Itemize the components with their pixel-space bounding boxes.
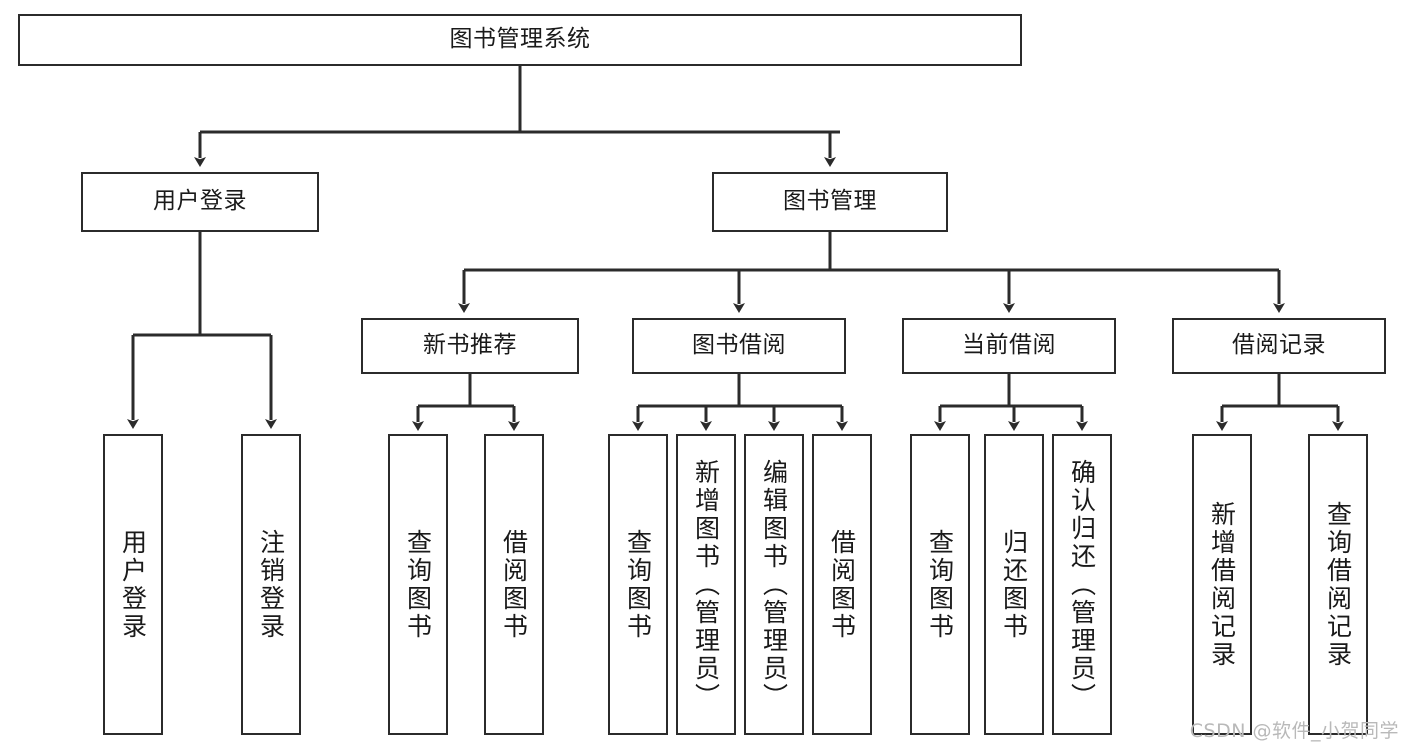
leaf-current-query-book[interactable]: 查询图书 [910, 434, 970, 735]
node-book-borrow[interactable]: 图书借阅 [632, 318, 846, 374]
node-book-management[interactable]: 图书管理 [712, 172, 948, 232]
leaf-newbook-borrow-book[interactable]: 借阅图书 [484, 434, 544, 735]
watermark-text: CSDN @软件_小贺同学 [1189, 720, 1399, 742]
node-new-book-recommend-label: 新书推荐 [423, 332, 517, 359]
leaf-current-confirm-return[interactable]: 确认归还（管理员） [1052, 434, 1112, 735]
leaf-current-query-book-label: 查询图书 [925, 528, 955, 641]
leaf-user-login[interactable]: 用户登录 [103, 434, 163, 735]
leaf-current-confirm-return-label: 确认归还（管理员） [1067, 458, 1097, 711]
leaf-records-query-record-label: 查询借阅记录 [1323, 500, 1353, 669]
leaf-user-login-label: 用户登录 [118, 528, 148, 641]
node-current-borrow[interactable]: 当前借阅 [902, 318, 1116, 374]
node-new-book-recommend[interactable]: 新书推荐 [361, 318, 579, 374]
node-user-login-label: 用户登录 [153, 188, 247, 215]
leaf-newbook-borrow-book-label: 借阅图书 [499, 528, 529, 641]
leaf-records-query-record[interactable]: 查询借阅记录 [1308, 434, 1368, 735]
node-borrow-records[interactable]: 借阅记录 [1172, 318, 1386, 374]
leaf-newbook-query-book[interactable]: 查询图书 [388, 434, 448, 735]
node-root[interactable]: 图书管理系统 [18, 14, 1022, 66]
leaf-borrow-edit-book[interactable]: 编辑图书（管理员） [744, 434, 804, 735]
leaf-borrow-add-book-label: 新增图书（管理员） [691, 458, 721, 711]
leaf-newbook-query-book-label: 查询图书 [403, 528, 433, 641]
node-borrow-records-label: 借阅记录 [1232, 332, 1326, 359]
leaf-current-return-book[interactable]: 归还图书 [984, 434, 1044, 735]
node-user-login[interactable]: 用户登录 [81, 172, 319, 232]
leaf-borrow-edit-book-label: 编辑图书（管理员） [759, 458, 789, 711]
node-current-borrow-label: 当前借阅 [962, 332, 1056, 359]
node-book-management-label: 图书管理 [783, 188, 877, 215]
leaf-borrow-query-book-label: 查询图书 [623, 528, 653, 641]
leaf-borrow-query-book[interactable]: 查询图书 [608, 434, 668, 735]
leaf-logout-label: 注销登录 [256, 528, 286, 641]
node-book-borrow-label: 图书借阅 [692, 332, 786, 359]
leaf-borrow-add-book[interactable]: 新增图书（管理员） [676, 434, 736, 735]
leaf-logout[interactable]: 注销登录 [241, 434, 301, 735]
leaf-records-add-record-label: 新增借阅记录 [1207, 500, 1237, 669]
leaf-current-return-book-label: 归还图书 [999, 528, 1029, 641]
node-root-label: 图书管理系统 [449, 26, 591, 53]
leaf-records-add-record[interactable]: 新增借阅记录 [1192, 434, 1252, 735]
leaf-borrow-borrow-book[interactable]: 借阅图书 [812, 434, 872, 735]
leaf-borrow-borrow-book-label: 借阅图书 [827, 528, 857, 641]
